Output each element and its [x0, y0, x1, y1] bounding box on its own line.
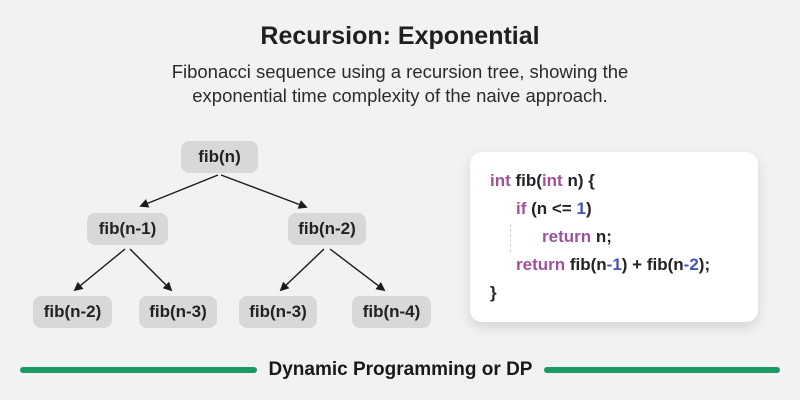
tree-node-l1-left: fib(n-1): [87, 213, 168, 245]
code-line-3: return n;: [490, 223, 758, 251]
tree-node-l2-fourth: fib(n-4): [352, 296, 431, 328]
edge-l1right-to-child2: [329, 248, 386, 292]
code-panel: int fib(int n) { if (n <= 1) return n; r…: [470, 152, 758, 322]
edge-root-to-right: [220, 174, 308, 209]
tree-node-l2-first: fib(n-2): [33, 296, 112, 328]
code-token: if: [516, 199, 527, 218]
code-token: 1: [576, 199, 586, 218]
page-title: Recursion: Exponential: [260, 22, 540, 50]
code-token: int: [541, 171, 563, 190]
code-token: -1: [606, 255, 622, 274]
code-token: return: [516, 255, 566, 274]
code-indent-guide: [510, 224, 511, 252]
edge-l1right-to-child1: [279, 248, 325, 292]
edge-l1left-to-child2: [129, 248, 173, 292]
code-token: n) {: [562, 171, 595, 190]
code-token: }: [490, 283, 497, 302]
code-token: n;: [591, 227, 612, 246]
code-token: ) + fib(n: [621, 255, 684, 274]
code-line-1: int fib(int n) {: [490, 167, 758, 195]
footer-divider-right: [544, 367, 781, 373]
tree-node-l2-second: fib(n-3): [139, 296, 217, 328]
code-token: fib(: [510, 171, 542, 190]
footer-label: Dynamic Programming or DP: [268, 359, 533, 380]
code-token: ): [585, 199, 592, 218]
tree-node-l2-third: fib(n-3): [239, 296, 317, 328]
code-token: return: [542, 227, 592, 246]
code-token: int: [490, 171, 511, 190]
code-token: fib(n: [565, 255, 607, 274]
code-token: (n <=: [526, 199, 577, 218]
tree-node-l1-right: fib(n-2): [288, 213, 366, 245]
subtitle-line-2: exponential time complexity of the naive…: [192, 85, 608, 106]
edge-root-to-left: [139, 174, 219, 208]
footer: Dynamic Programming or DP: [0, 359, 800, 381]
tree-node-root: fib(n): [181, 141, 258, 173]
code-token: -2: [683, 255, 699, 274]
footer-divider-left: [19, 367, 257, 373]
code-line-4: return fib(n-1) + fib(n-2);: [490, 251, 758, 279]
code-line-5: }: [490, 279, 758, 307]
subtitle-line-1: Fibonacci sequence using a recursion tre…: [171, 61, 629, 82]
page-subtitle: Fibonacci sequence using a recursion tre…: [0, 60, 800, 108]
code-line-2: if (n <= 1): [490, 195, 758, 223]
edge-l1left-to-child1: [73, 248, 126, 292]
code-token: );: [698, 255, 711, 274]
